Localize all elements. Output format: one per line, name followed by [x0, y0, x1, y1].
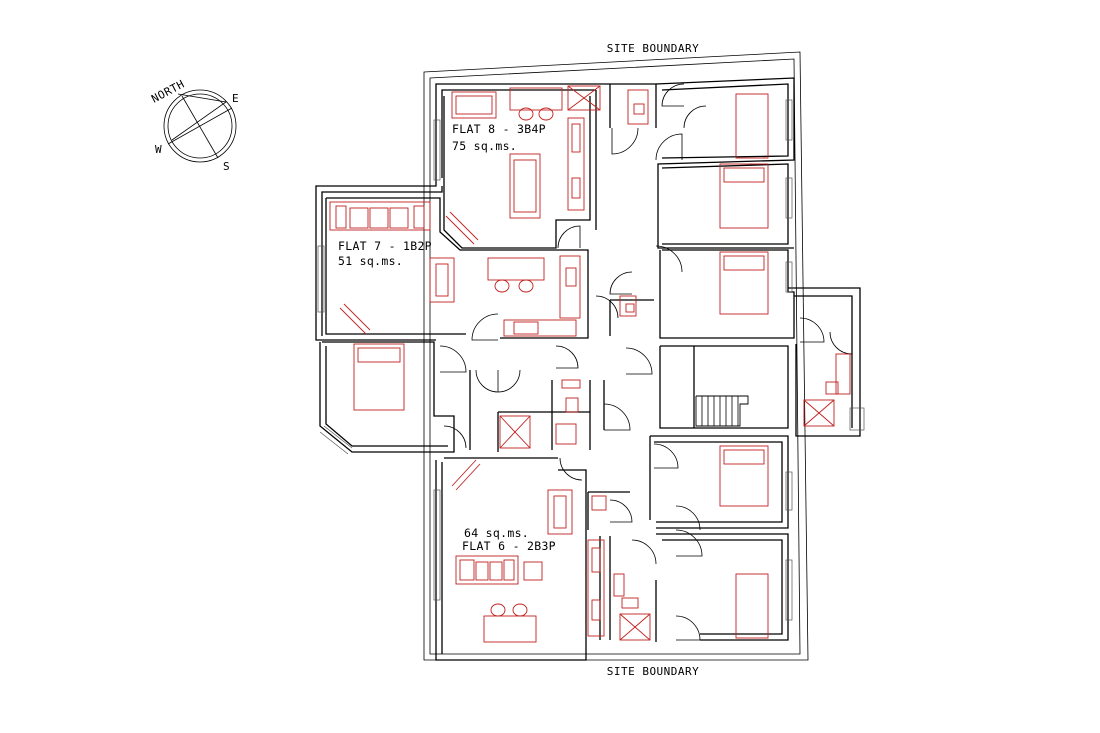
flat-8-name: FLAT 8 - 3B4P [452, 122, 546, 136]
compass-west-label: W [155, 143, 162, 156]
compass-east-label: E [232, 92, 239, 105]
compass-north-label: NORTH [149, 77, 187, 105]
north-compass-icon: NORTH E S W [149, 77, 239, 173]
flat-6-label: FLAT 6 - 2B3P 64 sq.ms. [462, 526, 556, 553]
door-swings [439, 83, 853, 641]
flat-7-furniture [329, 201, 581, 337]
site-boundary-label-bottom: SITE BOUNDARY [607, 665, 700, 678]
flat-8-area: 75 sq.ms. [452, 139, 517, 153]
staircase [695, 395, 749, 427]
central-furniture [353, 295, 637, 449]
compass-south-label: S [223, 160, 230, 173]
flat-6-furniture [451, 459, 651, 643]
flat-7-name: FLAT 7 - 1B2P [338, 239, 432, 253]
flat-8-label: FLAT 8 - 3B4P 75 sq.ms. [452, 122, 546, 153]
bedroom-furniture-right [719, 93, 851, 639]
flat-7-label: FLAT 7 - 1B2P 51 sq.ms. [338, 239, 432, 268]
flat-6-area: 64 sq.ms. [464, 526, 529, 540]
site-boundary-label-top: SITE BOUNDARY [607, 42, 700, 55]
site-boundary-line [423, 51, 809, 661]
flat-8-furniture [445, 85, 649, 245]
flat-6-name: FLAT 6 - 2B3P [462, 539, 556, 553]
windows [317, 99, 865, 621]
flat-7-area: 51 sq.ms. [338, 254, 403, 268]
building-walls [315, 77, 861, 661]
